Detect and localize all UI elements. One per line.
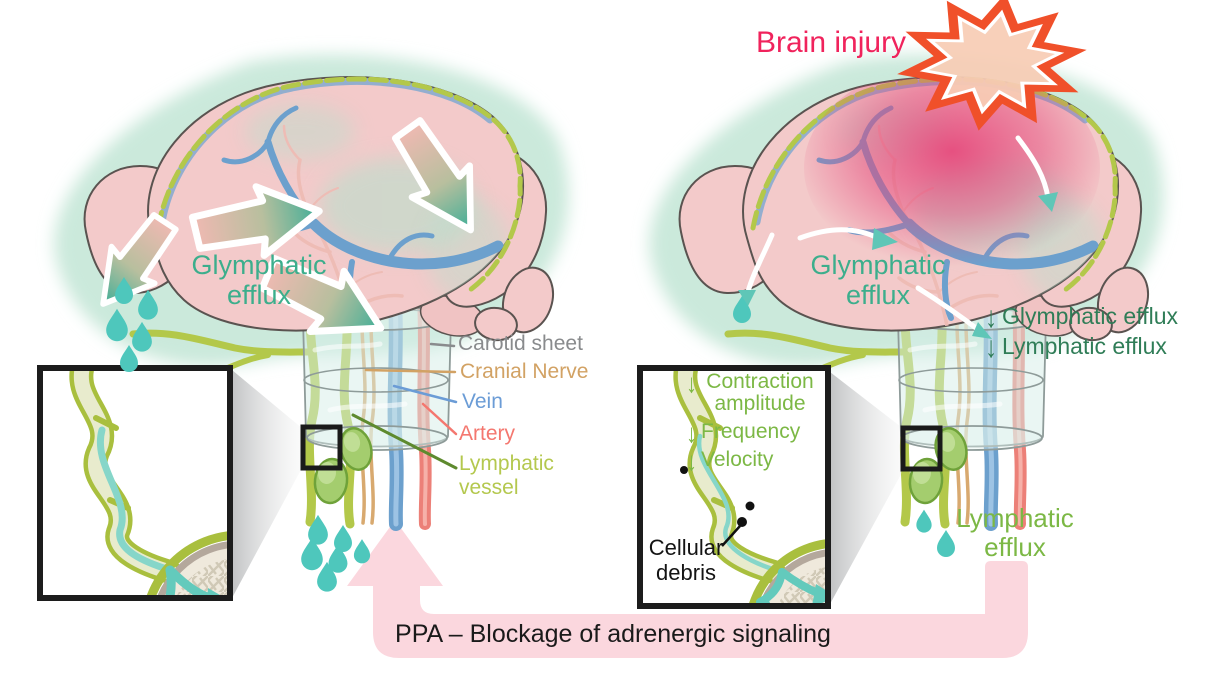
- right-glymphatic-efflux-label: Glymphatic efflux: [810, 250, 946, 311]
- brain-injury-label: Brain injury: [756, 26, 907, 59]
- left-zoom-square: [300, 424, 343, 471]
- cellular-debris-dots: [680, 466, 755, 527]
- down-arrow-icon: ↓: [686, 418, 697, 449]
- inset-item-label: Contraction amplitude: [706, 370, 814, 416]
- reduction-label: Glymphatic efflux: [1002, 303, 1178, 329]
- legend-lymphatic-vessel: Lymphatic vessel: [459, 452, 554, 499]
- right-inset: [637, 365, 831, 609]
- contraction-amplitude-reduction: ↓ Contraction amplitude: [686, 368, 828, 416]
- inset-reduction-list: ↓ Contraction amplitude ↓ Frequency ↓ Ve…: [686, 368, 828, 475]
- glymphatic-efflux-reduction: ↓ Glymphatic efflux: [985, 300, 1178, 335]
- legend-cranial-nerve: Cranial Nerve: [460, 360, 589, 383]
- cellular-debris-leader: [721, 525, 741, 547]
- ppa-banner: [347, 520, 1028, 658]
- legend-artery: Artery: [459, 422, 516, 445]
- right-zoom-wedge: [830, 372, 905, 604]
- frequency-reduction: ↓ Frequency: [686, 420, 828, 446]
- cellular-debris-label: Cellular debris: [648, 535, 724, 585]
- efflux-reduction-list: ↓ Glymphatic efflux ↓ Lymphatic efflux: [985, 300, 1178, 365]
- inset-flow-arrows: [165, 565, 215, 595]
- reduction-label: Lymphatic efflux: [1002, 333, 1167, 359]
- right-zoom-square: [900, 425, 943, 472]
- down-arrow-icon: ↓: [686, 368, 697, 399]
- inset-item-label: Frequency: [701, 420, 801, 444]
- legend-vein: Vein: [462, 390, 503, 413]
- right-efflux-arrows: [745, 135, 1051, 334]
- down-arrow-icon: ↓: [985, 330, 997, 365]
- inset-item-label: Velocity: [701, 448, 774, 472]
- legend-carotid-sheet: Carotid sheet: [458, 332, 583, 355]
- down-arrow-icon: ↓: [686, 446, 697, 477]
- left-zoom-wedge: [232, 370, 303, 598]
- legend-leader-lines: [351, 342, 458, 470]
- lymphatic-efflux-label: Lymphatic efflux: [956, 503, 1074, 563]
- left-inset: [37, 365, 233, 601]
- right-efflux-arrowheads: [738, 192, 1058, 339]
- left-glymphatic-efflux-label: Glymphatic efflux: [191, 250, 327, 311]
- brain-injury-starburst: [897, 0, 1087, 131]
- down-arrow-icon: ↓: [985, 300, 997, 335]
- lymphatic-efflux-reduction: ↓ Lymphatic efflux: [985, 330, 1178, 365]
- ppa-banner-label: PPA – Blockage of adrenergic signaling: [395, 620, 831, 648]
- velocity-reduction: ↓ Velocity: [686, 448, 828, 475]
